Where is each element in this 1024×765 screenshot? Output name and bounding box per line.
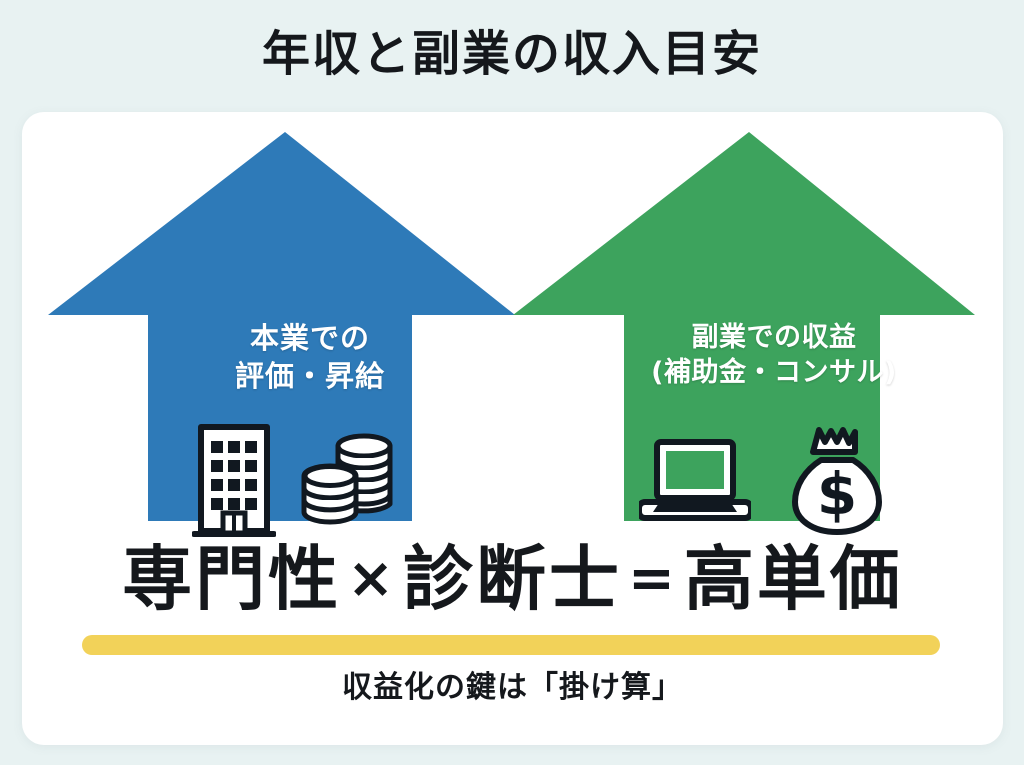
page-title: 年収と副業の収入目安 (261, 26, 762, 82)
arrow-shape-side-job (513, 132, 975, 521)
coin-stack-icon (301, 433, 393, 525)
office-building-icon (192, 424, 276, 537)
formula-term-1: 専門性 (122, 538, 342, 620)
arrows-graphic (48, 132, 975, 521)
money-bag-icon: $ (792, 427, 882, 535)
icon-group-main-job (192, 417, 394, 543)
formula-operator-multiply: × (347, 546, 397, 611)
formula-term-2: 診断士 (403, 538, 622, 620)
arrow-label-side-job: 副業での収益 (補助金・コンサル) (584, 320, 964, 390)
formula-highlight-bar (82, 635, 940, 655)
card-stage: 本業での 評価・昇給 副業での収益 (補助金・コンサル) (22, 112, 1003, 745)
formula-operator-equals: = (628, 546, 678, 611)
arrow-shape-main-job (48, 132, 515, 521)
money-bag-dollar-glyph: $ (817, 460, 857, 528)
caption-text: 収益化の鍵は「掛け算」 (342, 670, 683, 705)
formula-area: 専門性×診断士=高単価 (22, 541, 1003, 662)
icon-group-side-job: $ (639, 424, 883, 536)
arrow-label-main-job-line1: 本業での (249, 321, 370, 355)
arrow-label-side-job-line2: (補助金・コンサル) (651, 357, 897, 389)
laptop-icon (639, 439, 751, 521)
arrow-label-main-job-line2: 評価・昇給 (234, 358, 385, 393)
formula-term-3: 高単価 (683, 538, 903, 620)
arrow-label-main-job: 本業での 評価・昇給 (150, 320, 470, 395)
arrow-label-side-job-line1: 副業での収益 (691, 322, 857, 353)
formula-text: 専門性×診断士=高単価 (22, 541, 1003, 618)
infographic-card: 本業での 評価・昇給 副業での収益 (補助金・コンサル) (22, 112, 1003, 745)
